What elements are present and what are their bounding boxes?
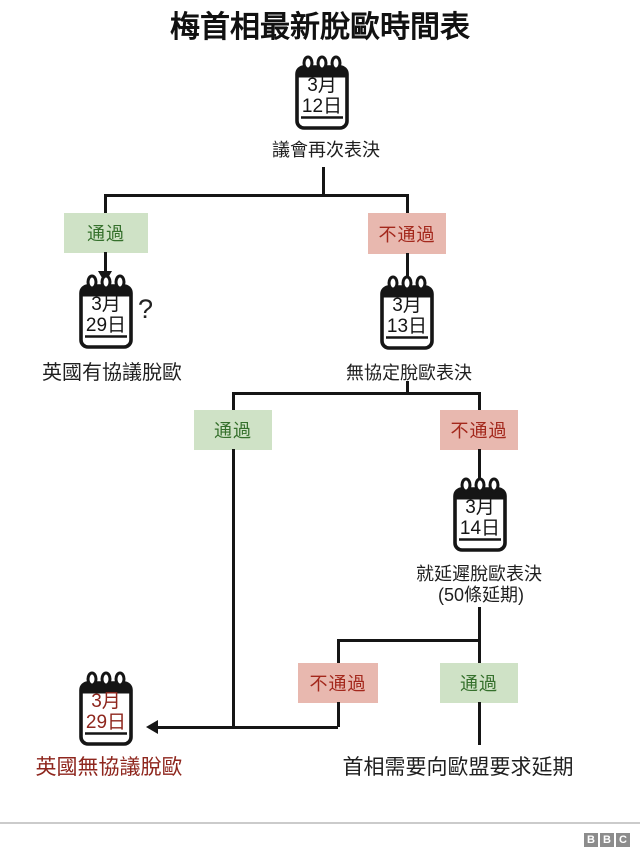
calendar-date: 3月 29日 bbox=[77, 294, 135, 336]
calendar-month: 3月 bbox=[392, 295, 422, 316]
decision-chip-pass-3: 通過 bbox=[440, 663, 518, 703]
calendar-date: 3月 13日 bbox=[378, 295, 436, 337]
calendar-frame-icon bbox=[79, 671, 133, 746]
connector-fail-1-to-vote2 bbox=[406, 253, 409, 278]
connector-drop-fail-2 bbox=[478, 392, 481, 411]
calendar-frame-icon bbox=[453, 477, 507, 552]
connector-drop-fail-3 bbox=[337, 639, 340, 664]
connector-drop-pass-2 bbox=[232, 392, 235, 411]
calendar-date: 3月 12日 bbox=[293, 75, 351, 117]
calendar-caption-vote2: 無協定脫歐表決 bbox=[346, 363, 472, 383]
connector-branch-3 bbox=[337, 639, 481, 642]
calendar-day: 13日 bbox=[386, 316, 428, 337]
calendar-day: 14日 bbox=[459, 518, 501, 539]
calendar-frame-icon bbox=[380, 275, 434, 350]
connector-drop-fail-1 bbox=[406, 194, 409, 215]
outcome-caption-extension: 首相需要向歐盟要求延期 bbox=[342, 756, 574, 779]
calendar-month: 3月 bbox=[91, 294, 121, 315]
connector-arrow-shaft-left bbox=[158, 726, 338, 729]
calendar-frame-icon bbox=[295, 55, 349, 130]
decision-chip-fail-2: 不通過 bbox=[440, 410, 518, 450]
outcome-caption-deal-exit: 英國有協議脫歐 bbox=[42, 362, 182, 384]
connector-branch-2 bbox=[232, 392, 481, 395]
connector-pass-2-long-vertical bbox=[232, 449, 235, 729]
bbc-logo-letter: C bbox=[616, 833, 630, 847]
calendar-caption-vote3: 就延遲脫歐表決 bbox=[416, 564, 542, 584]
calendar-icon-march-13: 3月 13日 bbox=[378, 275, 436, 353]
decision-chip-pass-2: 通過 bbox=[194, 410, 272, 450]
connector-branch-1 bbox=[104, 194, 409, 197]
decision-chip-pass-1: 通過 bbox=[64, 213, 148, 253]
connector-drop-pass-1 bbox=[104, 194, 107, 214]
connector-fail-2-to-vote3 bbox=[478, 449, 481, 479]
calendar-icon-march-29-no-deal: 3月 29日 bbox=[77, 671, 135, 749]
calendar-icon-march-14: 3月 14日 bbox=[451, 477, 509, 555]
arrowhead-left-icon bbox=[146, 720, 158, 734]
calendar-month: 3月 bbox=[91, 691, 121, 712]
connector-fail-3-down bbox=[337, 702, 340, 727]
calendar-date: 3月 14日 bbox=[451, 497, 509, 539]
connector-arrow-shaft-pass-1 bbox=[104, 252, 107, 272]
infographic-title: 梅首相最新脫歐時間表 bbox=[170, 11, 470, 44]
calendar-month: 3月 bbox=[307, 75, 337, 96]
calendar-day: 29日 bbox=[85, 315, 127, 336]
footer-divider bbox=[0, 822, 640, 824]
connector-trunk-2 bbox=[406, 381, 409, 395]
calendar-frame-icon bbox=[79, 274, 133, 349]
calendar-caption-vote3-sub: (50條延期) bbox=[437, 585, 525, 605]
calendar-date: 3月 29日 bbox=[77, 691, 135, 733]
bbc-logo-letter: B bbox=[584, 833, 598, 847]
calendar-day: 29日 bbox=[85, 712, 127, 733]
decision-chip-fail-3: 不通過 bbox=[298, 663, 378, 703]
calendar-caption-vote1: 議會再次表決 bbox=[272, 140, 380, 160]
calendar-icon-march-29-deal: 3月 29日 bbox=[77, 274, 135, 352]
bbc-logo: B B C bbox=[584, 833, 630, 847]
bbc-logo-letter: B bbox=[600, 833, 614, 847]
calendar-day: 12日 bbox=[301, 96, 343, 117]
decision-chip-fail-1: 不通過 bbox=[368, 213, 446, 254]
calendar-icon-march-12: 3月 12日 bbox=[293, 55, 351, 133]
connector-trunk-3 bbox=[478, 607, 481, 663]
connector-pass-3-down bbox=[478, 702, 481, 745]
question-mark: ? bbox=[138, 294, 154, 324]
calendar-month: 3月 bbox=[465, 497, 495, 518]
connector-trunk-1 bbox=[322, 167, 325, 195]
outcome-caption-no-deal-exit: 英國無協議脫歐 bbox=[35, 756, 183, 779]
